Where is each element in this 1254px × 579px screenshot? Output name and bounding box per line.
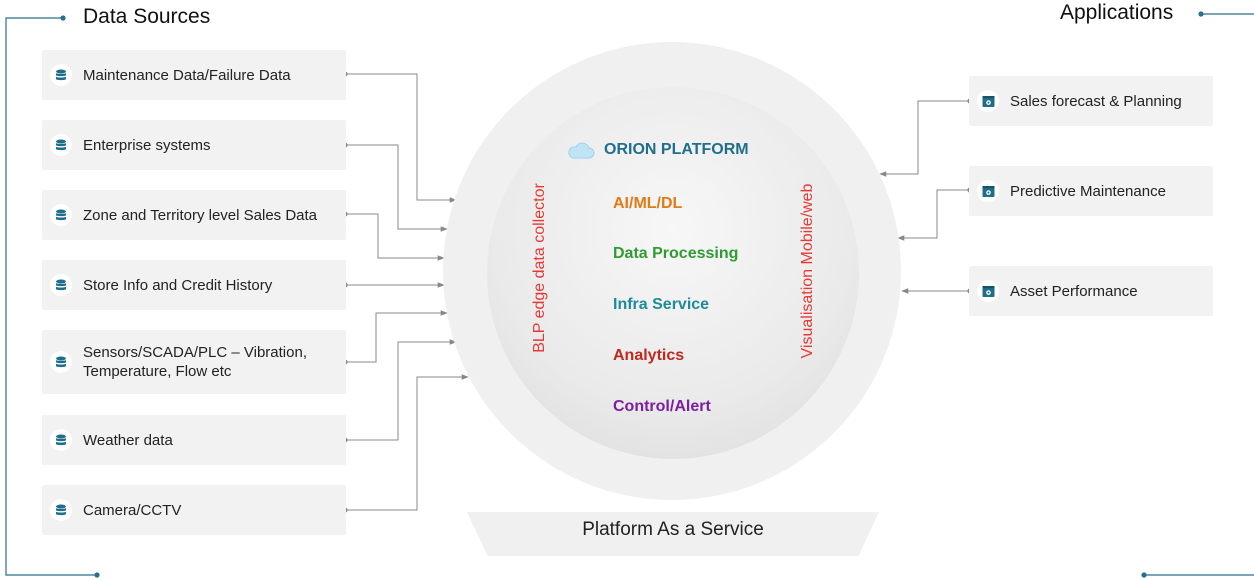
platform-title: ORION PLATFORM: [566, 140, 749, 160]
app-settings-icon: [977, 280, 999, 302]
database-icon: [50, 429, 72, 451]
app-settings-icon: [977, 90, 999, 112]
source-card-maintenance[interactable]: Maintenance Data/Failure Data: [42, 50, 346, 100]
layer-analytics: Analytics: [613, 347, 685, 364]
layer-ai-ml-dl: AI/ML/DL: [613, 195, 683, 212]
source-card-sensors[interactable]: Sensors/SCADA/PLC – Vibration, Temperatu…: [42, 330, 346, 394]
source-card-store-info[interactable]: Store Info and Credit History: [42, 260, 346, 310]
applications-bracket: [1144, 13, 1254, 576]
database-icon: [50, 351, 72, 373]
connector-zone-sales: [345, 213, 445, 261]
app-label: Predictive Maintenance: [1010, 182, 1166, 200]
source-card-weather[interactable]: Weather data: [42, 415, 346, 465]
bracket-dot: [1141, 572, 1147, 578]
visualisation-label: Visualisation Mobile/web: [799, 183, 816, 359]
connector-camera: [345, 374, 469, 511]
app-label: Asset Performance: [1010, 282, 1138, 300]
source-label: Enterprise systems: [83, 136, 211, 154]
data-sources-bracket: [5, 17, 97, 576]
source-card-zone-sales[interactable]: Zone and Territory level Sales Data: [42, 190, 346, 240]
bracket-dot: [94, 572, 100, 578]
source-label: Zone and Territory level Sales Data: [83, 206, 318, 224]
paas-band: [467, 512, 879, 556]
cloud-icon: [568, 142, 595, 159]
app-card-sales-forecast[interactable]: Sales forecast & Planning: [969, 76, 1213, 126]
source-label: Camera/CCTV: [83, 501, 182, 519]
source-label: Store Info and Credit History: [83, 276, 273, 294]
app-settings-icon: [977, 180, 999, 202]
connector-sensors: [345, 310, 448, 363]
platform-title-text: ORION PLATFORM: [604, 141, 749, 158]
database-icon: [50, 64, 72, 86]
source-label: Sensors/SCADA/PLC – Vibration, Temperatu…: [83, 344, 307, 380]
layer-data-processing: Data Processing: [613, 245, 739, 262]
paas-label: Platform As a Service: [582, 519, 764, 540]
source-card-enterprise[interactable]: Enterprise systems: [42, 120, 346, 170]
source-label: Weather data: [83, 431, 173, 449]
source-card-camera[interactable]: Camera/CCTV: [42, 485, 346, 535]
database-icon: [50, 134, 72, 156]
edge-collector-label: BLP edge data collector: [531, 183, 548, 353]
platform-core: [487, 87, 859, 459]
database-icon: [50, 274, 72, 296]
connector-maintenance: [345, 73, 457, 203]
connector-enterprise: [345, 144, 448, 232]
app-card-asset-performance[interactable]: Asset Performance: [969, 266, 1213, 316]
applications-heading: Applications: [1060, 1, 1174, 24]
database-icon: [50, 499, 72, 521]
database-icon: [50, 204, 72, 226]
layer-control-alert: Control/Alert: [613, 398, 711, 415]
layer-infra-service: Infra Service: [613, 296, 710, 313]
source-label: Maintenance Data/Failure Data: [83, 66, 291, 84]
app-label: Sales forecast & Planning: [1010, 92, 1182, 110]
connector-predictive: [897, 189, 970, 241]
data-sources-heading: Data Sources: [83, 5, 211, 28]
connector-sales-forecast: [879, 100, 970, 177]
bracket-dot: [1198, 11, 1204, 17]
connector-weather: [345, 339, 457, 441]
app-card-predictive[interactable]: Predictive Maintenance: [969, 166, 1213, 216]
bracket-dot: [60, 15, 66, 21]
